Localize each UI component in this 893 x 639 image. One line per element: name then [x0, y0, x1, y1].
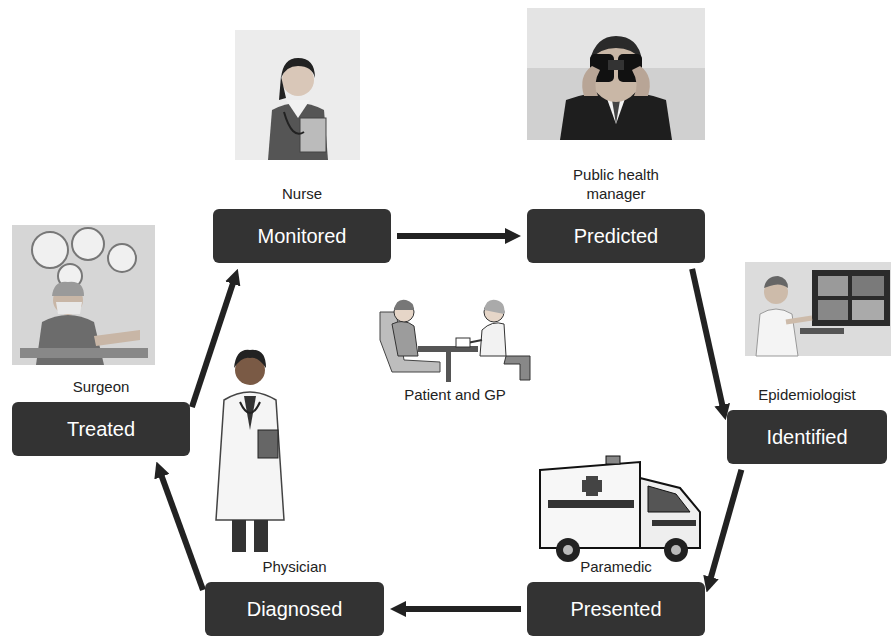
physician-figure-part [240, 402, 260, 413]
ambulance-drawing [540, 456, 700, 562]
ambulance-drawing-part [606, 456, 620, 464]
stage-label: Treated [67, 418, 135, 441]
role-heading: Public health manager [551, 165, 681, 203]
binoculars-photo-part [527, 8, 705, 140]
role-heading: Surgeon [21, 377, 181, 396]
consultation-drawing-part [480, 323, 506, 356]
surgeon-photo-part [32, 232, 68, 268]
binoculars-photo-part [582, 66, 600, 96]
consultation-drawing-part [394, 300, 414, 310]
stage-box: NurseMonitored [213, 209, 391, 263]
flow-arrow [692, 269, 723, 409]
binoculars-photo [527, 8, 705, 140]
epidemiologist-photo-part [745, 262, 891, 356]
ambulance-drawing-part [556, 538, 580, 562]
ambulance-drawing-part [640, 478, 700, 548]
surgeon-photo-part [20, 348, 148, 358]
consultation-drawing-part [380, 312, 440, 372]
nurse-photo-part [235, 30, 360, 160]
stage-box: EpidemiologistIdentified [727, 410, 887, 464]
surgeon-photo-part [94, 330, 140, 346]
role-heading: Paramedic [536, 557, 696, 576]
surgeon-photo-part [12, 225, 155, 365]
consultation-drawing-part [446, 352, 451, 382]
binoculars-photo-part [608, 60, 624, 70]
surgeon-photo-part [52, 282, 84, 296]
stage-label: Identified [766, 426, 847, 449]
ambulance-drawing-part [648, 486, 690, 512]
flow-arrow [710, 470, 742, 581]
consultation-drawing-part [504, 356, 530, 380]
physician-figure-part [258, 430, 278, 458]
binoculars-photo-part [632, 66, 650, 96]
nurse-photo-part [300, 118, 326, 152]
ambulance-drawing-part [664, 538, 688, 562]
ambulance-drawing-part [563, 545, 573, 555]
nurse-photo-part [286, 100, 310, 118]
surgeon-photo-part [72, 228, 104, 260]
ambulance-drawing-part [540, 462, 640, 548]
epidemiologist-photo-part [800, 328, 844, 334]
ambulance-drawing-part [671, 545, 681, 555]
nurse-photo [235, 30, 360, 160]
stage-box: SurgeonTreated [12, 402, 190, 456]
physician-figure-part [216, 392, 284, 520]
consultation-drawing [380, 300, 530, 382]
stage-label: Monitored [258, 225, 347, 248]
stage-box: ParamedicPresented [527, 582, 705, 636]
epidemiologist-photo [745, 262, 891, 356]
epidemiologist-photo-part [852, 300, 884, 320]
epidemiologist-photo-part [764, 276, 788, 288]
role-heading: Nurse [222, 184, 382, 203]
stage-label: Diagnosed [247, 598, 343, 621]
ambulance-drawing-part [582, 480, 602, 492]
role-heading: Physician [215, 557, 375, 576]
consultation-drawing-part [484, 300, 504, 314]
ambulance-drawing-part [548, 500, 634, 508]
epidemiologist-photo-part [812, 270, 890, 326]
role-heading: Epidemiologist [732, 385, 882, 404]
flow-arrow [402, 606, 521, 612]
flow-arrow [192, 280, 234, 407]
flow-arrow [397, 233, 509, 239]
ambulance-drawing-part [652, 520, 696, 526]
epidemiologist-photo-part [818, 276, 848, 296]
epidemiologist-photo-part [756, 309, 798, 356]
epidemiologist-photo-part [818, 300, 848, 320]
stage-label: Predicted [574, 225, 659, 248]
surgeon-photo [12, 225, 155, 365]
stage-box: Public health managerPredicted [527, 209, 705, 263]
surgeon-photo-part [108, 244, 136, 272]
epidemiologist-photo-part [852, 276, 884, 296]
stage-label: Presented [570, 598, 661, 621]
binoculars-photo-part [612, 100, 620, 124]
physician-figure-part [234, 350, 266, 368]
nurse-photo-part [281, 58, 315, 78]
physician-figure [216, 350, 284, 552]
consultation-drawing-part [392, 321, 418, 356]
epidemiologist-photo-part [786, 318, 812, 322]
physician-figure-part [232, 520, 246, 552]
stage-box: PhysicianDiagnosed [205, 582, 384, 636]
surgeon-photo-part [56, 302, 82, 314]
nurse-photo-part [284, 112, 304, 134]
flow-arrow [161, 473, 204, 590]
consultation-drawing-part [456, 338, 470, 347]
nurse-photo-part [279, 76, 286, 100]
figure-caption-label: Patient and GP [372, 386, 538, 403]
physician-figure-part [254, 520, 268, 552]
